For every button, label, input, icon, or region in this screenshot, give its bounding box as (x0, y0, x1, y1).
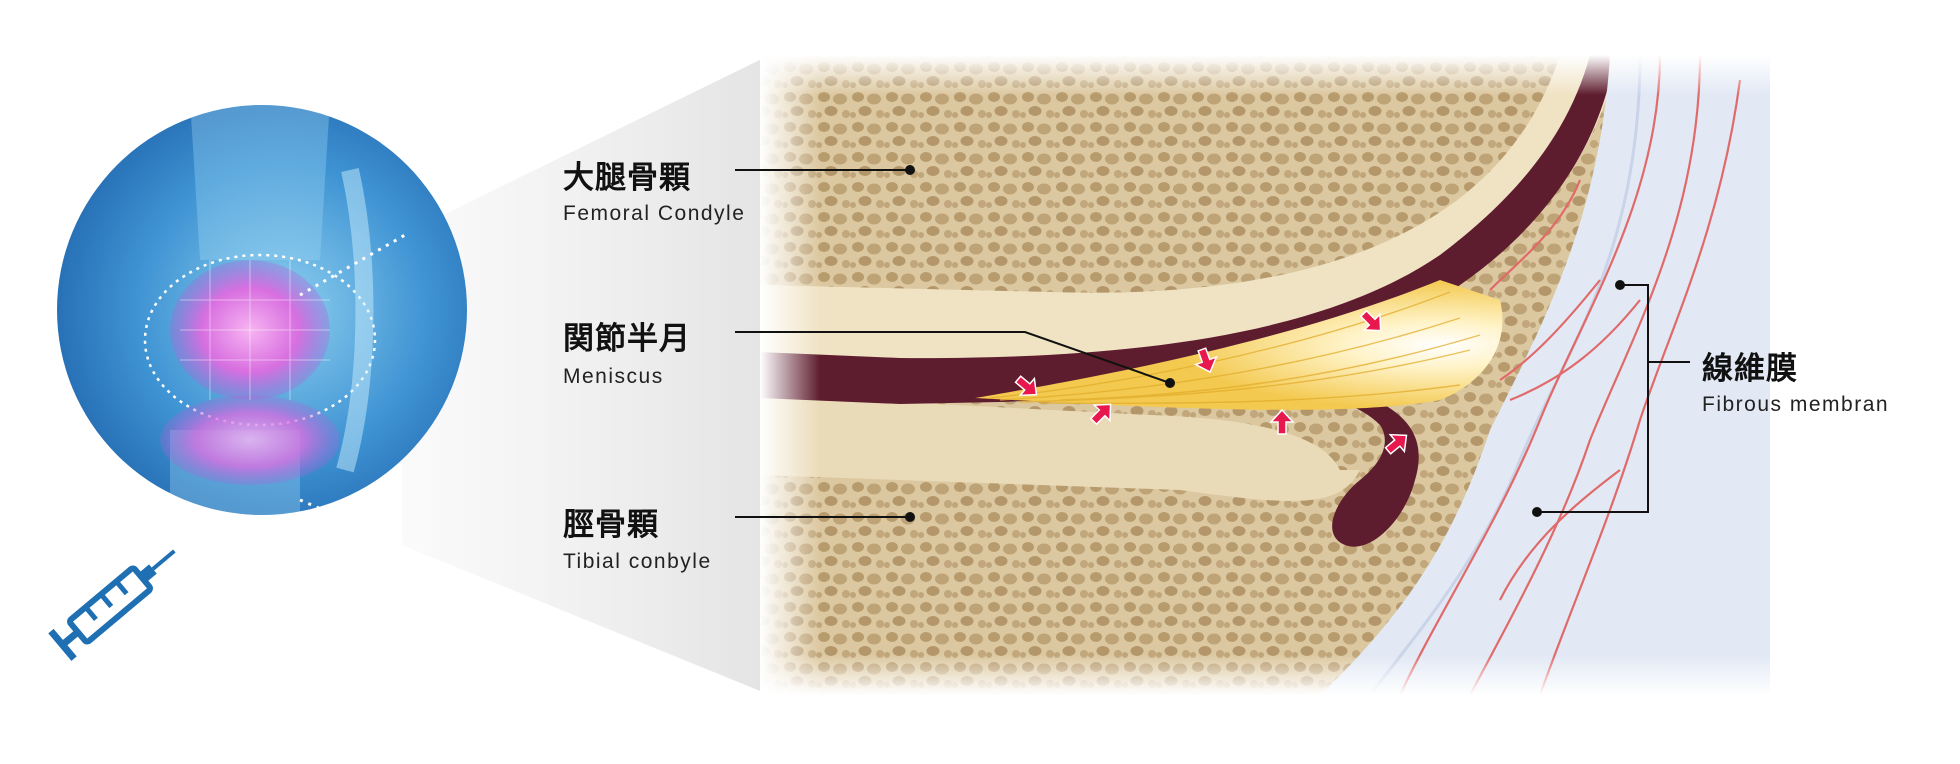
meniscus-label-en: Meniscus (563, 365, 664, 388)
femoral-condyle-label-jp: 大腿骨顆 (563, 160, 691, 196)
tibial-condyle-label-en: Tibial conbyle (563, 550, 712, 573)
capsule-lower-fold (1310, 382, 1419, 547)
blood-vessels (1399, 55, 1742, 695)
syringe-icon (48, 528, 212, 672)
femoral-condyle-label-en: Femoral Condyle (563, 202, 746, 225)
tibial-cartilage (760, 395, 1360, 502)
cross-section-panel (760, 55, 1770, 695)
tibial-condyle-label-jp: 脛骨顆 (563, 507, 659, 543)
leader-dots (905, 165, 1625, 522)
meniscus (975, 280, 1503, 410)
leader-lines (735, 169, 1690, 518)
zoom-cone (402, 55, 770, 695)
fibrous-membrane-label-jp: 線維膜 (1702, 351, 1798, 387)
knee-joint-icon (57, 105, 467, 515)
meniscus-fibers (989, 291, 1481, 405)
fibrous-membrane (1320, 55, 1770, 695)
meniscus-label-jp: 関節半月 (563, 321, 691, 357)
fibrous-membrane-label-en: Fibrous membran (1702, 393, 1890, 416)
